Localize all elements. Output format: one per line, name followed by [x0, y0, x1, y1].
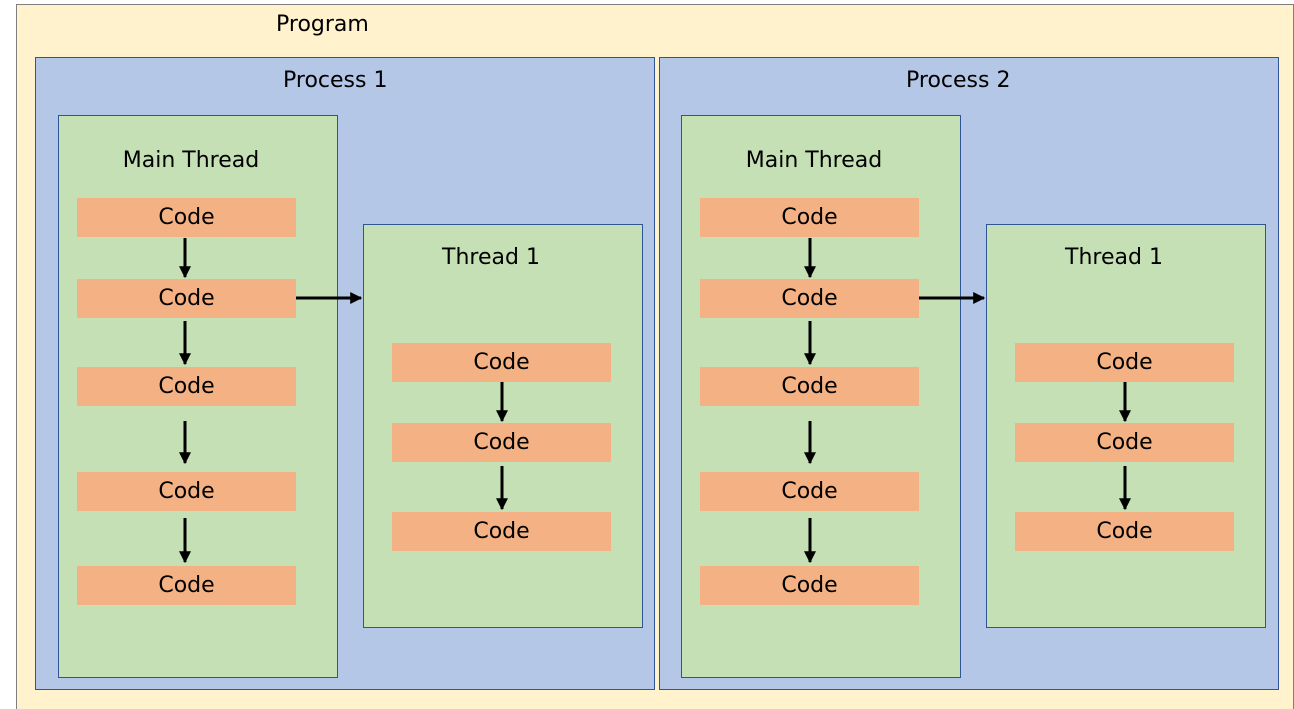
process-2-label: Process 2 [906, 68, 1011, 93]
process-1-main-code-4: Code [77, 472, 296, 511]
process-2-main-code-5: Code [700, 566, 919, 605]
process-2-thread-code-2: Code [1015, 423, 1234, 462]
program-label: Program [276, 12, 369, 37]
process-2-main-code-1: Code [700, 198, 919, 237]
process-2-thread-code-3: Code [1015, 512, 1234, 551]
process-2-thread-code-1: Code [1015, 343, 1234, 382]
process-1-main-code-3: Code [77, 367, 296, 406]
process-1-thread-1-label: Thread 1 [442, 245, 540, 270]
process-2-thread-1-label: Thread 1 [1065, 245, 1163, 270]
process-1-thread-code-2: Code [392, 423, 611, 462]
process-2-main-thread-label: Main Thread [745, 148, 883, 173]
process-1-label: Process 1 [283, 68, 388, 93]
process-1-main-thread-label: Main Thread [122, 148, 260, 173]
process-1-thread-code-3: Code [392, 512, 611, 551]
process-2-main-code-2: Code [700, 279, 919, 318]
process-2-main-code-4: Code [700, 472, 919, 511]
process-1-thread-code-1: Code [392, 343, 611, 382]
process-1-main-code-1: Code [77, 198, 296, 237]
process-2-main-code-3: Code [700, 367, 919, 406]
process-1-main-code-2: Code [77, 279, 296, 318]
process-1-main-code-5: Code [77, 566, 296, 605]
